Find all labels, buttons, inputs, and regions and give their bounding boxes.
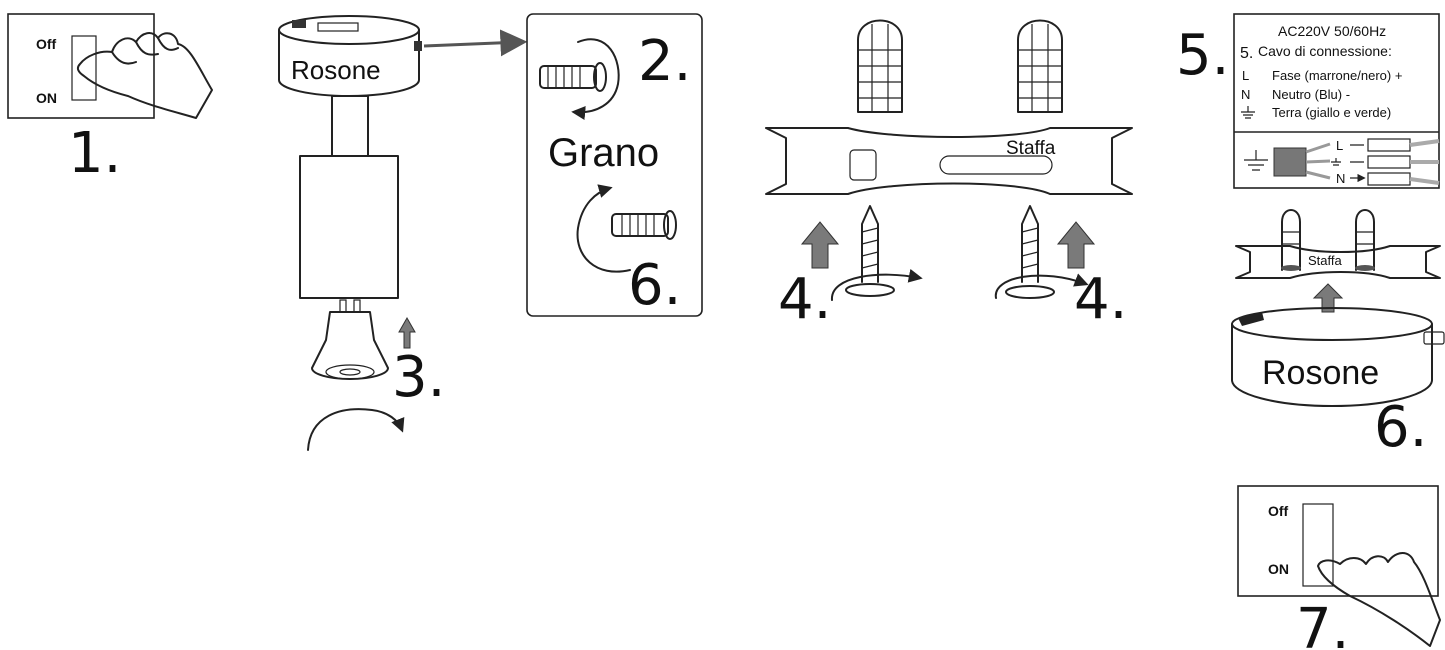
ground-icon xyxy=(1241,106,1255,119)
terminal-n-label: N xyxy=(1336,171,1345,186)
wire-code-n: N xyxy=(1241,87,1250,102)
switch-rocker-7 xyxy=(1302,503,1334,587)
grub-screw-hole xyxy=(414,41,422,51)
step6-mount-number: 6. xyxy=(1374,395,1427,460)
grub-screw-panel: 2. Grano 6. xyxy=(526,13,703,318)
wire-ground-text: Terra (giallo e verde) xyxy=(1272,105,1391,120)
panel-step-number: 5. xyxy=(1240,45,1253,62)
grub-screw-top-icon xyxy=(539,62,607,92)
bulb-icon xyxy=(311,299,389,380)
step1-number: 1. xyxy=(68,121,121,186)
wire-neutral-text: Neutro (Blu) - xyxy=(1272,87,1350,102)
wire-phase-text: Fase (marrone/nero) + xyxy=(1272,68,1402,83)
terminal-l-label: L xyxy=(1336,138,1343,153)
grano-label: Grano xyxy=(548,131,659,175)
step7-number: 7. xyxy=(1296,597,1349,650)
switch7-on-label: ON xyxy=(1268,561,1289,577)
lamp-stem xyxy=(331,95,369,157)
up-arrow xyxy=(398,316,416,349)
step4-number-left: 4. xyxy=(778,267,831,332)
wall-plug-left-icon xyxy=(857,19,903,113)
screw-right-icon xyxy=(1005,205,1055,299)
up-arrow-left xyxy=(800,221,840,269)
lamp-body xyxy=(299,155,399,299)
detail-arrow xyxy=(423,29,528,57)
terminal-block xyxy=(1367,138,1440,186)
hand-icon xyxy=(76,32,213,119)
canopy-label: Rosone xyxy=(291,55,381,85)
small-bracket-label: Staffa xyxy=(1308,253,1343,268)
step5-number: 5. xyxy=(1176,23,1229,88)
wall-plug-right-icon xyxy=(1017,19,1063,113)
step6-screw-number: 6. xyxy=(628,253,681,318)
ground-symbol-icon xyxy=(1244,150,1268,171)
rotate-arrow-icon xyxy=(307,408,405,451)
hand-icon-7 xyxy=(1317,552,1441,647)
switch7-off-label: Off xyxy=(1268,503,1289,519)
bracket-assembly: Staffa 4. 4. xyxy=(765,19,1133,332)
switch-off-label: Off xyxy=(36,36,57,52)
switch-on-label: ON xyxy=(36,90,57,106)
switch-rocker xyxy=(71,35,97,101)
wire-code-l: L xyxy=(1242,68,1249,83)
canopy-mount: Staffa Rosone 6. xyxy=(1231,209,1445,460)
step2-number: 2. xyxy=(638,29,691,94)
small-bracket: Staffa xyxy=(1235,209,1441,279)
step1-switch-panel: Off ON 1. xyxy=(7,13,213,186)
step4-number-right: 4. xyxy=(1074,267,1127,332)
cable-title: Cavo di connessione: xyxy=(1258,43,1392,59)
mounting-bracket xyxy=(765,127,1133,195)
grub-screw-bottom-icon xyxy=(611,210,677,240)
bracket-label: Staffa xyxy=(1006,138,1056,159)
lamp-assembly: Rosone 3. xyxy=(278,15,528,451)
step7-switch-panel: Off ON 7. xyxy=(1237,485,1441,650)
step3-number: 3. xyxy=(392,345,445,410)
voltage-label: AC220V 50/60Hz xyxy=(1278,23,1386,39)
screw-left-icon xyxy=(845,205,895,297)
cable-sheath xyxy=(1273,147,1307,177)
canopy-ring: Rosone xyxy=(1231,307,1445,407)
up-arrow-right xyxy=(1056,221,1096,269)
small-canopy-label: Rosone xyxy=(1262,354,1379,392)
mount-up-arrow xyxy=(1312,283,1344,313)
wiring-panel: 5. AC220V 50/60Hz 5. Cavo di connessione… xyxy=(1176,13,1440,189)
